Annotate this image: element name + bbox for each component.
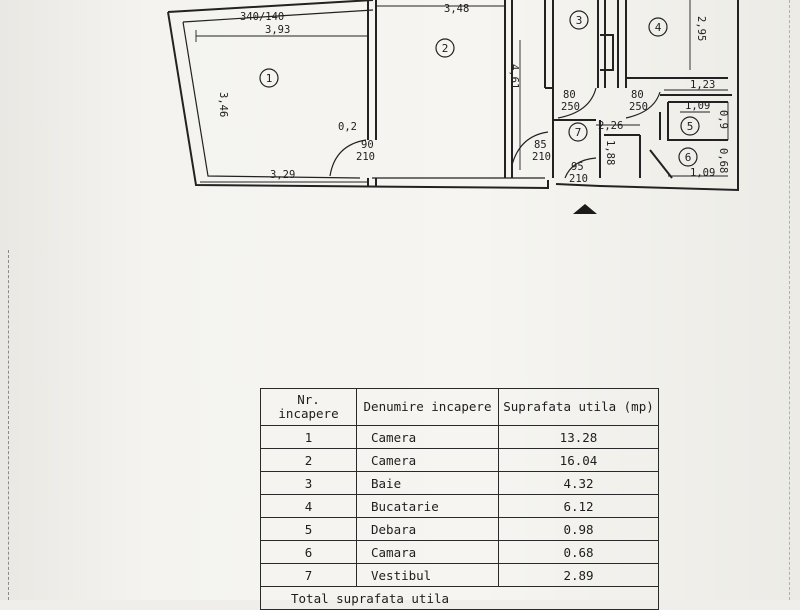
table-header-row: Nr. incapere Denumire incapere Suprafata… (260, 388, 659, 426)
dim-3-48: 3,48 (444, 3, 469, 15)
floor-plan: 340/140 3,93 3,48 3,46 0,2 3,29 4,61 2,9… (167, 0, 739, 192)
outer-wall (167, 0, 739, 192)
door-5-height: 210 (569, 173, 588, 185)
row-area: 0.68 (498, 540, 659, 564)
door-2-width: 80 (563, 89, 576, 101)
door-4-height: 210 (532, 151, 551, 163)
row-name: Vestibul (356, 563, 499, 587)
door-arc-3 (625, 91, 661, 119)
door-5-width: 95 (571, 161, 584, 173)
header-name: Denumire incapere (356, 388, 499, 426)
dim-340-140: 340/140 (240, 11, 284, 23)
room-area-table: Nr. incapere Denumire incapere Suprafata… (260, 388, 659, 610)
row-nr: 1 (260, 425, 357, 449)
dimension-lines (195, 0, 729, 183)
door-arc-4 (511, 131, 549, 166)
vestibule-walls (511, 88, 673, 179)
row-area: 4.32 (498, 471, 659, 495)
dim-1-09-bottom: 1,09 (690, 167, 715, 179)
room-number-6: 6 (685, 151, 692, 164)
door-3-width: 80 (631, 89, 644, 101)
row-nr: 3 (260, 471, 357, 495)
table-total-row: Total suprafata utila (260, 586, 659, 610)
row-name: Baie (356, 471, 499, 495)
row-area: 6.12 (498, 494, 659, 518)
wall-2-right (504, 0, 513, 178)
header-area: Suprafata utila (mp) (498, 388, 659, 426)
dim-0-2: 0,2 (338, 121, 357, 133)
table-row: 4 Bucatarie 6.12 (260, 494, 659, 518)
wall-1-2 (367, 0, 377, 186)
left-dashed-edge (8, 250, 9, 600)
row-name: Camera (356, 425, 499, 449)
row-area: 2.89 (498, 563, 659, 587)
room-number-5: 5 (687, 120, 694, 133)
table-row: 6 Camara 0.68 (260, 540, 659, 564)
entrance-arrow-icon (573, 204, 597, 214)
table-row: 7 Vestibul 2.89 (260, 563, 659, 587)
door-arc-2 (557, 87, 597, 119)
row-nr: 2 (260, 448, 357, 472)
table-row: 5 Debara 0.98 (260, 517, 659, 541)
dim-3-29: 3,29 (270, 169, 295, 181)
table-row: 1 Camera 13.28 (260, 425, 659, 449)
row-nr: 5 (260, 517, 357, 541)
table-row: 3 Baie 4.32 (260, 471, 659, 495)
room-number-2: 2 (442, 42, 449, 55)
dim-0-9: 0,9 (717, 110, 729, 129)
room-number-4: 4 (655, 21, 662, 34)
room-number-7: 7 (575, 126, 582, 139)
row-name: Camara (356, 540, 499, 564)
row-name: Camera (356, 448, 499, 472)
row-name: Debara (356, 517, 499, 541)
room-number-1: 1 (266, 72, 273, 85)
door-4-width: 85 (534, 139, 547, 151)
row-nr: 6 (260, 540, 357, 564)
door-2-height: 250 (561, 101, 580, 113)
kitchen-walls (617, 0, 732, 141)
row-nr: 7 (260, 563, 357, 587)
row-area: 16.04 (498, 448, 659, 472)
door-1-height: 210 (356, 151, 375, 163)
table-row: 2 Camera 16.04 (260, 448, 659, 472)
door-arc-5 (564, 157, 597, 179)
door-3-height: 250 (629, 101, 648, 113)
door-1-width: 90 (361, 139, 374, 151)
outer-wall-inner (182, 9, 545, 179)
room-number-3: 3 (576, 14, 583, 27)
right-dashed-edge (789, 0, 790, 600)
dim-1-23: 1,23 (690, 79, 715, 91)
dim-4-61: 4,61 (508, 64, 520, 89)
header-nr: Nr. incapere (260, 388, 357, 426)
dim-3-46: 3,46 (217, 92, 229, 117)
dim-2-26: 2,26 (598, 120, 623, 132)
bath-walls (544, 0, 614, 89)
dim-0-68: 0,68 (717, 148, 729, 173)
dim-1-88: 1,88 (604, 140, 616, 165)
row-area: 0.98 (498, 517, 659, 541)
door-arc-1 (329, 139, 367, 177)
dim-1-09-top: 1,09 (685, 100, 710, 112)
row-name: Bucatarie (356, 494, 499, 518)
dim-2-95: 2,95 (695, 16, 707, 41)
row-nr: 4 (260, 494, 357, 518)
dim-3-93: 3,93 (265, 24, 290, 36)
total-label: Total suprafata utila (260, 586, 659, 610)
row-area: 13.28 (498, 425, 659, 449)
